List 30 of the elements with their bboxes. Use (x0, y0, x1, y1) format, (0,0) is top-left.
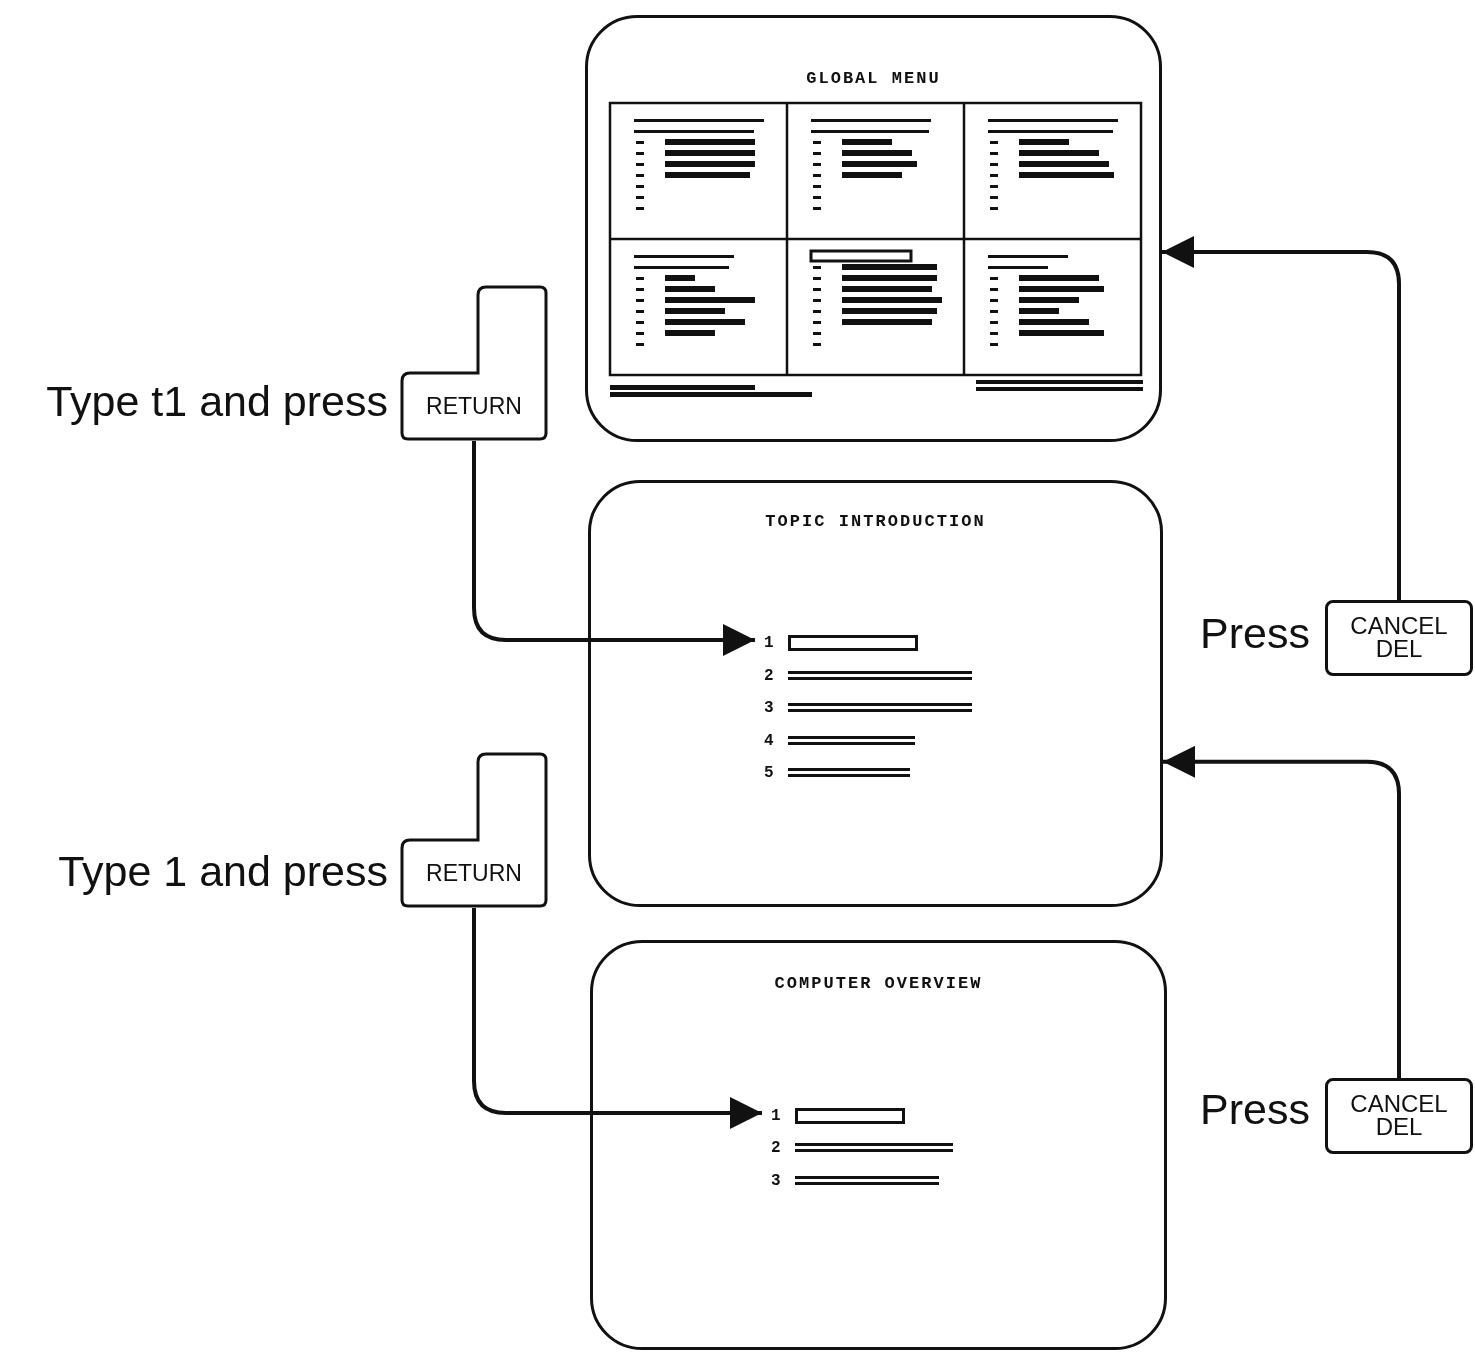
instruction-text: Press (1199, 612, 1310, 655)
item-number: 1 (770, 1106, 782, 1127)
instruction-text: Type 1 and press (57, 850, 388, 893)
arrow (472, 441, 755, 656)
screen-title: TOPIC INTRODUCTION (764, 511, 987, 533)
return-key (400, 752, 548, 908)
item-number: 1 (763, 633, 775, 654)
key-label: RETURN (425, 391, 523, 421)
cancel-key (1325, 1078, 1473, 1154)
item-number: 2 (763, 666, 775, 687)
instruction-text: Press (1199, 1088, 1310, 1131)
return-key (400, 285, 548, 441)
item-number: 5 (763, 763, 775, 784)
item-number: 2 (770, 1138, 782, 1159)
cancel-key (1325, 600, 1473, 676)
item-number: 4 (763, 731, 775, 752)
arrow (1162, 236, 1401, 600)
instruction-text: Type t1 and press (45, 380, 388, 423)
screen-title: COMPUTER OVERVIEW (773, 973, 984, 995)
screen-title: GLOBAL MENU (805, 68, 942, 90)
screen-frame (585, 15, 1162, 442)
item-number: 3 (770, 1171, 782, 1192)
key-label: CANCEL DEL (1349, 1093, 1449, 1139)
key-label: RETURN (425, 858, 523, 888)
arrow (1163, 745, 1401, 1078)
key-label: CANCEL DEL (1349, 615, 1449, 661)
screen-frame (590, 940, 1167, 1350)
screen-frame (588, 480, 1163, 907)
arrow (472, 908, 762, 1129)
item-number: 3 (763, 698, 775, 719)
